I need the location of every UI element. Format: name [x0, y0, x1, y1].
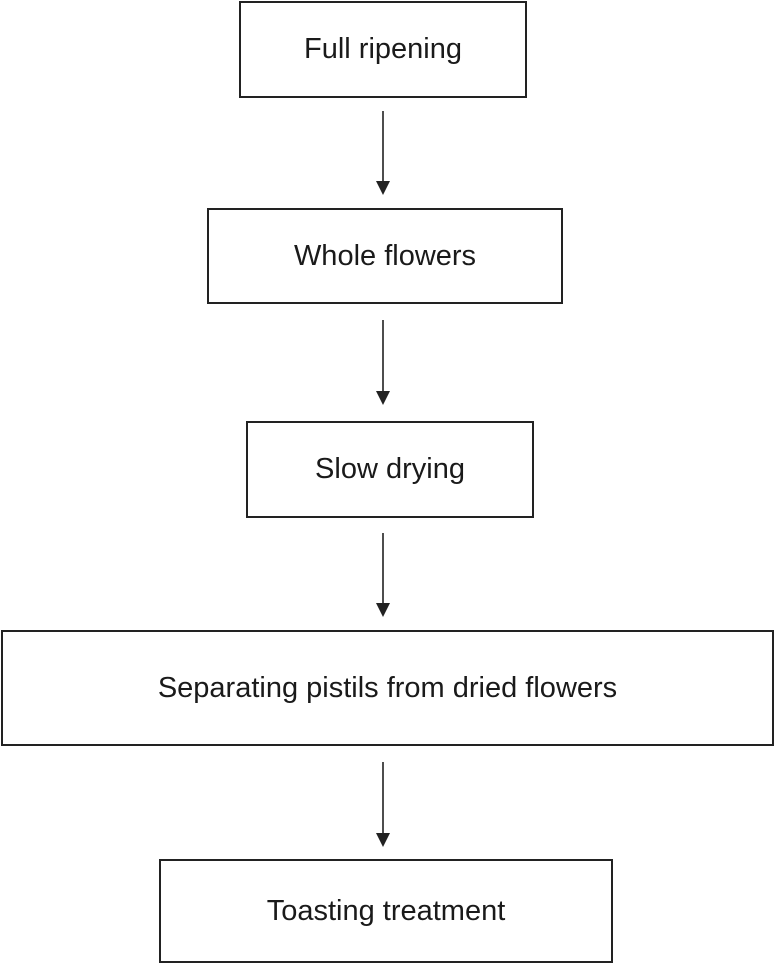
step-label: Whole flowers	[293, 239, 477, 272]
arrow-1	[376, 111, 390, 195]
step-full-ripening-box: Full ripening	[239, 1, 527, 98]
step-label: Toasting treatment	[266, 894, 506, 927]
step-separating-pistils-box: Separating pistils from dried flowers	[1, 630, 774, 746]
step-toasting-treatment-box: Toasting treatment	[159, 859, 613, 963]
step-slow-drying-box: Slow drying	[246, 421, 534, 518]
arrow-2	[376, 320, 390, 405]
arrow-4	[376, 762, 390, 847]
step-label: Slow drying	[315, 453, 465, 485]
arrow-3	[376, 533, 390, 617]
step-label: Separating pistils from dried flowers	[157, 671, 618, 704]
step-label: Full ripening	[304, 33, 462, 65]
step-whole-flowers-box: Whole flowers	[207, 208, 563, 304]
